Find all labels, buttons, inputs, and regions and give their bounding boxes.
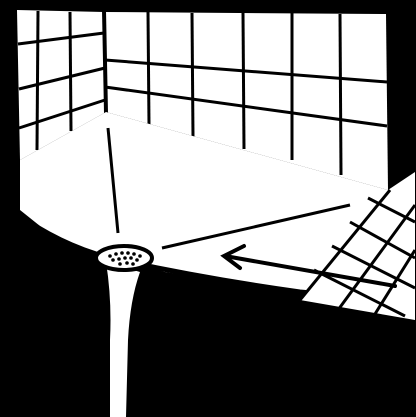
floor-drain-grate-icon (96, 246, 152, 270)
wall-corner-edge (104, 10, 106, 113)
